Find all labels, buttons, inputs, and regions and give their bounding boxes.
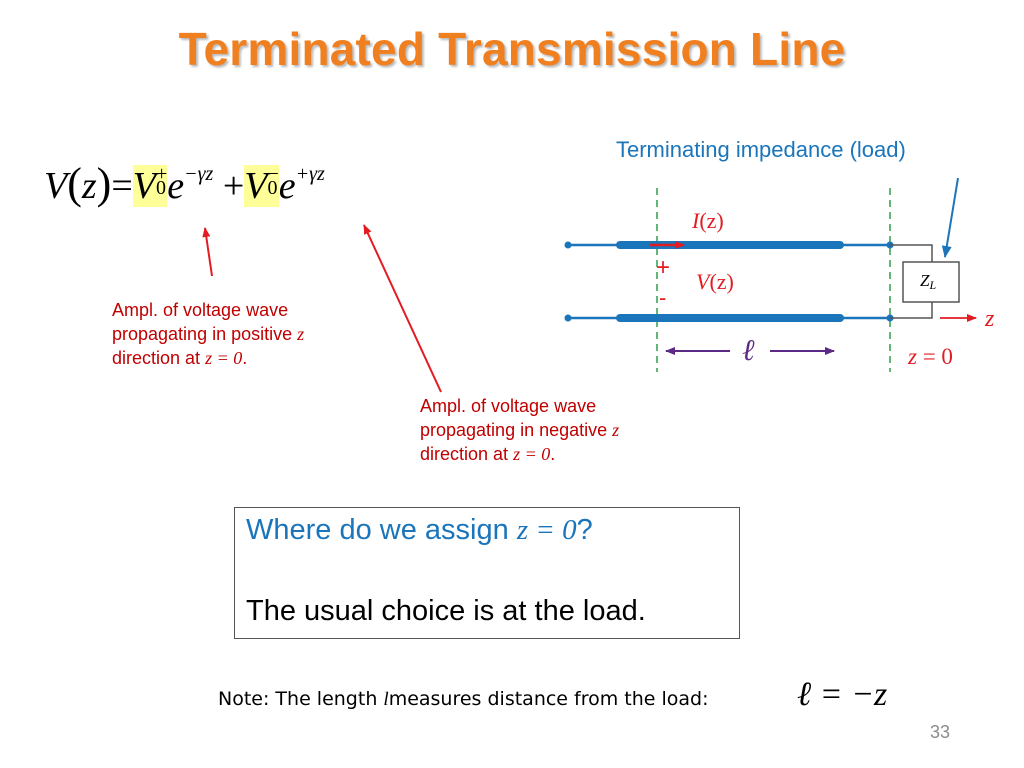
eq-term2-e: e [278,165,296,207]
eq-lhs-v: V [44,165,68,207]
eq-term1-exp: −γz [184,163,214,185]
answer-text: The usual choice is at the load. [246,595,646,627]
annotation-negative-var: z [612,420,620,440]
annotation-positive-var: z [297,324,305,344]
eq-term2-v: V [244,165,268,207]
annotation-negative: Ampl. of voltage wave propagating in neg… [420,394,619,466]
terminal-dot-bottom-left [564,314,572,322]
eq-equals: = [111,165,133,207]
load-impedance-box [902,261,960,303]
load-wire-bottom [890,302,933,319]
eq-term1-amplitude: V+0 [132,163,168,207]
note-equation: ℓ = −z [797,676,888,713]
load-wire-top [890,244,933,262]
annotation-negative-math: z = 0 [513,444,551,464]
annotation-negative-end: . [550,444,556,464]
eq-term1-sup: + [155,163,168,185]
annotation-positive-line3: direction at [112,348,206,368]
annotation-positive: Ampl. of voltage wave propagating in pos… [112,298,304,370]
question-math: z = 0 [516,514,577,546]
length-label: ℓ [742,334,755,367]
eq-lhs-z: z [81,165,97,207]
eq-term1-v: V [132,165,156,207]
z-axis-label: z [985,306,995,332]
voltage-label: V(z) [696,269,734,294]
current-label: I(z) [692,208,724,233]
slide-title: Terminated Transmission Line [178,23,846,75]
eq-term2-amplitude: V−0 [244,163,279,207]
annotation-positive-arrow [202,227,213,277]
eq-term2-sup: − [267,163,279,185]
annotation-negative-line2: propagating in negative [420,420,613,440]
annotation-positive-line2: propagating in positive [112,324,298,344]
eq-plus: + [222,165,245,207]
annotation-positive-line1: Ampl. of voltage wave [112,300,289,320]
annotation-positive-end: . [242,348,248,368]
eq-term2-exp: +γz [295,163,325,185]
plus-sign: + [656,254,671,281]
eq-paren-open: ( [67,159,82,208]
terminal-dot-top-left [564,241,572,249]
eq-term1-e: e [167,165,185,207]
annotation-negative-line3: direction at [420,444,514,464]
annotation-negative-line1: Ampl. of voltage wave [420,396,597,416]
note-symbol: l [383,689,389,710]
load-impedance-label: ZL [920,271,937,292]
annotation-negative-arrow [363,224,442,393]
z-zero-label: z = 0 [908,344,953,369]
eq-term1-sub: 0 [155,177,166,199]
eq-paren-close: ) [96,159,112,208]
note-text: Note: The length lmeasures distance from… [218,688,709,710]
minus-sign: - [659,285,667,310]
eq-term2-sub: 0 [267,177,278,199]
page-number: 33 [930,722,951,742]
question-box [234,507,740,639]
load-pointer-arrow [941,177,959,258]
annotation-positive-math: z = 0 [205,348,243,368]
load-label: Terminating impedance (load) [616,137,906,162]
question-text: Where do we assign z = 0? [246,514,593,546]
